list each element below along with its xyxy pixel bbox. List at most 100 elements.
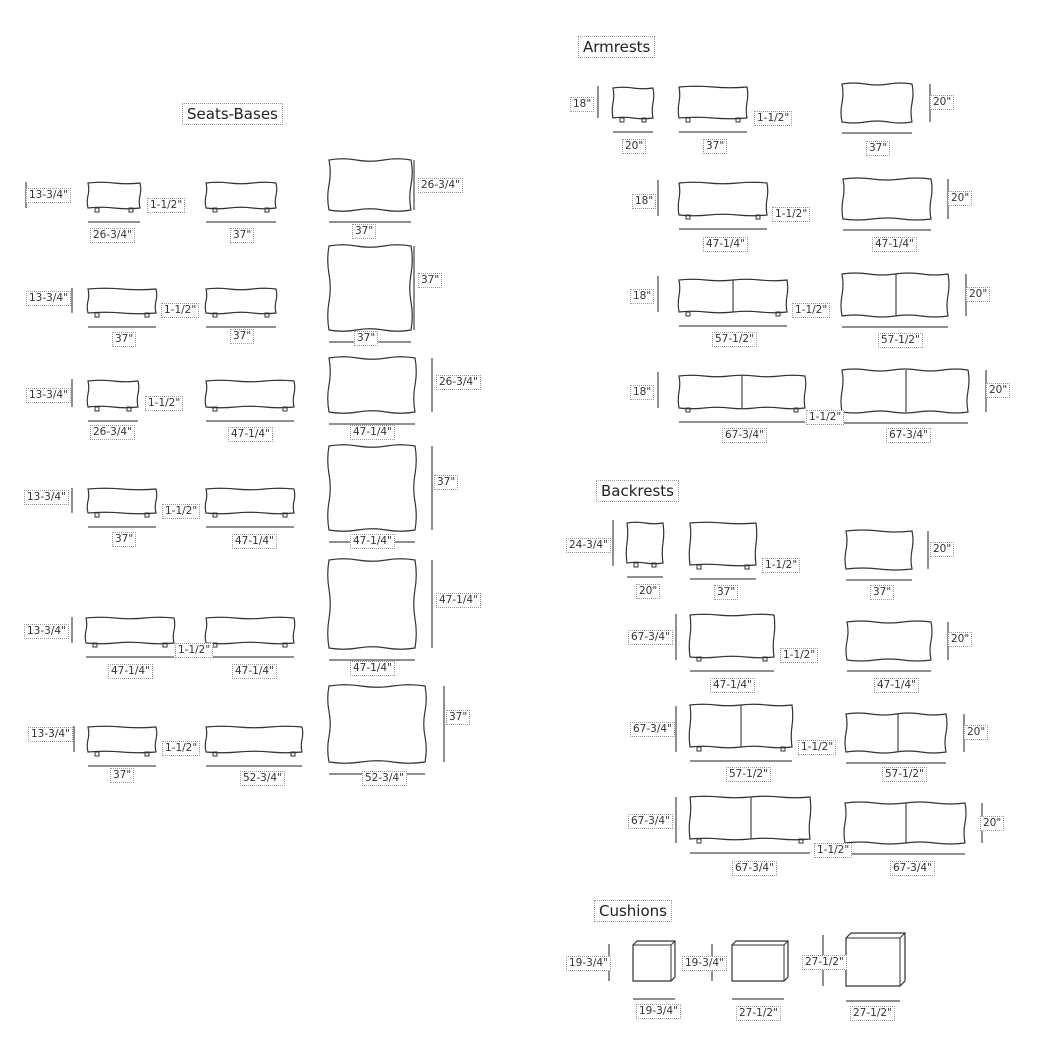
backrest-gap-label: 1-1/2" — [814, 843, 853, 858]
cushion-edge — [633, 940, 676, 981]
module-outline — [204, 487, 296, 515]
seat-top-depth-label: 47-1/4" — [436, 593, 481, 608]
seat-width-label-2: 47-1/4" — [232, 534, 277, 549]
cushion-height-label: 19-3/4" — [682, 956, 727, 971]
module-outline — [86, 287, 158, 315]
module-foot — [696, 564, 702, 570]
backrest-top-width-label: 37" — [870, 585, 895, 600]
module-foot — [282, 406, 288, 412]
armrest-front-width-label: 67-3/4" — [722, 428, 767, 443]
module-foot — [696, 746, 702, 752]
armrest-front-width-label: 57-1/2" — [712, 332, 757, 347]
module-foot — [282, 642, 288, 648]
module-outline — [845, 620, 933, 662]
module-foot — [144, 751, 150, 757]
module-foot — [744, 564, 750, 570]
module-outline — [841, 177, 933, 221]
cushion-height-label: 27-1/2" — [802, 955, 847, 970]
module-foot — [775, 311, 781, 317]
module-outline — [625, 521, 665, 565]
backrest-height-label: 67-3/4" — [628, 814, 673, 829]
section-title-cushions: Cushions — [594, 900, 672, 922]
module-foot — [755, 214, 761, 220]
armrest-height-label: 18" — [630, 289, 655, 304]
seat-top-width-label: 37" — [354, 331, 379, 346]
armrest-top-depth-label: 20" — [948, 191, 973, 206]
armrest-side-width-label: 20" — [622, 139, 647, 154]
module-foot — [619, 117, 625, 123]
backrest-gap-label: 1-1/2" — [780, 648, 819, 663]
module-outline — [611, 86, 655, 120]
armrest-height-label: 18" — [570, 97, 595, 112]
seat-top-width-label: 47-1/4" — [350, 661, 395, 676]
backrest-gap-label: 1-1/2" — [798, 740, 837, 755]
cushion-outline — [845, 932, 906, 987]
module-outline — [688, 521, 758, 567]
module-foot — [94, 207, 100, 213]
backrest-gap-label: 1-1/2" — [762, 558, 801, 573]
backrest-top-depth-label: 20" — [980, 816, 1005, 831]
module-foot — [798, 838, 804, 844]
module-outline — [84, 616, 176, 645]
backrest-top-width-label: 47-1/4" — [874, 678, 919, 693]
seat-top-depth-label: 26-3/4" — [436, 375, 481, 390]
module-outline — [843, 801, 967, 845]
seat-height-label: 13-3/4" — [26, 388, 71, 403]
module-foot — [212, 751, 218, 757]
seat-width-label-1: 26-3/4" — [90, 425, 135, 440]
armrest-top-width-label: 47-1/4" — [872, 237, 917, 252]
module-foot — [264, 312, 270, 318]
seat-width-label-2: 37" — [230, 329, 255, 344]
cushion-height-label: 19-3/4" — [566, 956, 611, 971]
module-outline — [327, 444, 417, 532]
module-outline — [204, 379, 296, 409]
armrest-gap-label: 1-1/2" — [754, 111, 793, 126]
seat-gap-label: 1-1/2" — [162, 504, 201, 519]
seat-width-label-2: 47-1/4" — [232, 664, 277, 679]
backrest-top-depth-label: 20" — [948, 632, 973, 647]
seat-gap-label: 1-1/2" — [175, 643, 214, 658]
seat-width-label-2: 52-3/4" — [240, 771, 285, 786]
module-outline — [688, 795, 812, 841]
module-outline — [327, 244, 413, 332]
module-outline — [840, 82, 914, 124]
module-foot — [212, 406, 218, 412]
backrest-front-width-label: 57-1/2" — [726, 767, 771, 782]
module-foot — [94, 751, 100, 757]
module-outline — [840, 272, 950, 318]
module-outline — [844, 529, 914, 571]
module-outline — [86, 379, 140, 409]
backrest-front-width-label: 37" — [714, 585, 739, 600]
module-foot — [92, 642, 98, 648]
seat-width-label-2: 37" — [230, 228, 255, 243]
section-title-armrests: Armrests — [578, 36, 656, 58]
seat-width-label-1: 37" — [112, 532, 137, 547]
module-outline — [677, 85, 749, 120]
backrest-front-width-label: 67-3/4" — [732, 861, 777, 876]
module-foot — [685, 117, 691, 123]
module-foot — [696, 656, 702, 662]
module-foot — [144, 312, 150, 318]
module-foot — [212, 312, 218, 318]
cushion-edge — [846, 932, 906, 986]
seat-gap-label: 1-1/2" — [161, 303, 200, 318]
backrest-top-width-label: 57-1/2" — [882, 767, 927, 782]
seat-top-width-label: 47-1/4" — [350, 425, 395, 440]
seat-gap-label: 1-1/2" — [145, 396, 184, 411]
module-outline — [327, 158, 413, 212]
module-outline — [327, 684, 427, 764]
backrest-height-label: 67-3/4" — [630, 722, 675, 737]
armrest-gap-label: 1-1/2" — [792, 303, 831, 318]
module-foot — [735, 117, 741, 123]
module-foot — [685, 407, 691, 413]
armrest-gap-label: 1-1/2" — [806, 410, 845, 425]
seat-top-depth-label: 37" — [434, 475, 459, 490]
seat-height-label: 13-3/4" — [26, 291, 71, 306]
armrest-top-width-label: 57-1/2" — [878, 333, 923, 348]
module-foot — [144, 512, 150, 518]
module-foot — [126, 406, 132, 412]
seat-top-depth-label: 26-3/4" — [418, 178, 463, 193]
module-outline — [204, 181, 278, 210]
armrest-height-label: 18" — [630, 385, 655, 400]
seat-width-label-1: 47-1/4" — [108, 664, 153, 679]
